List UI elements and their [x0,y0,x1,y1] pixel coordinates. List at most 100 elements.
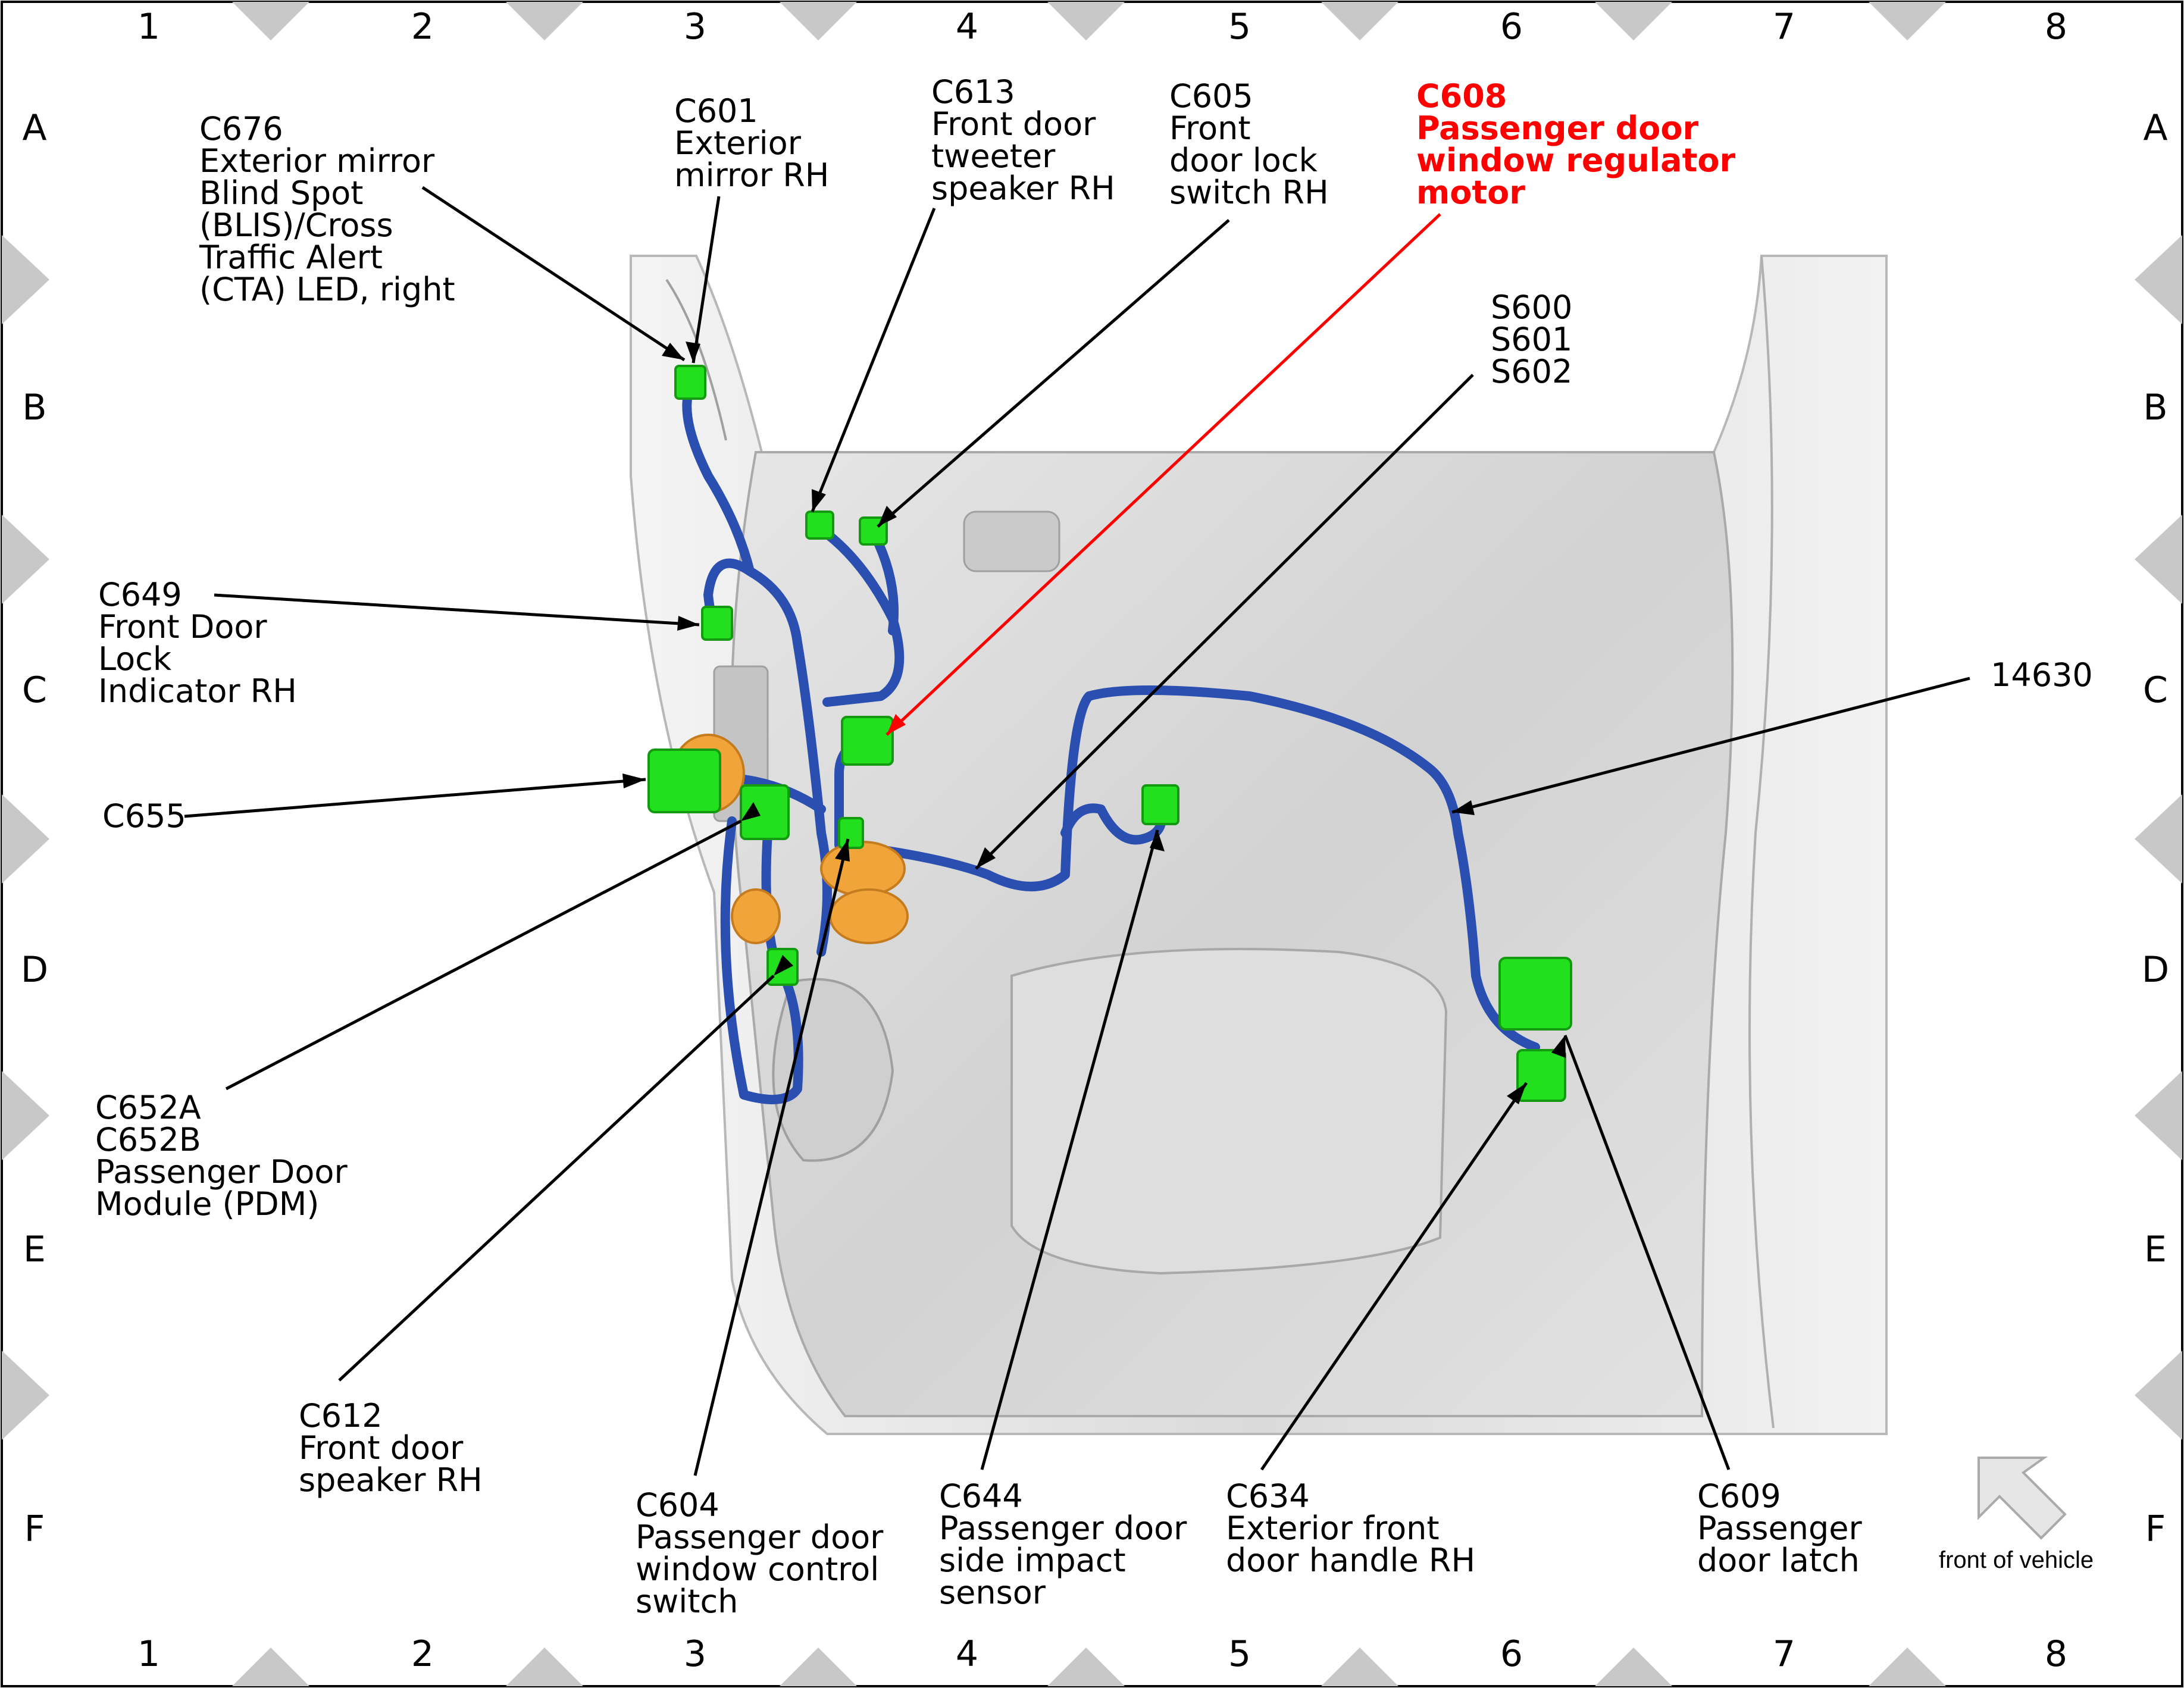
grid-row-right-a: A [2143,107,2168,149]
label-line: C613 [931,73,1015,111]
wiring-harness [682,382,1540,1104]
grid-col-bottom-3: 3 [683,1633,707,1675]
grid-col-top-4: 4 [955,6,979,48]
label-line: C634 [1226,1477,1310,1515]
label-line: Passenger Door [95,1153,348,1191]
label-line: C601 [674,92,758,130]
connector-c613 [805,511,834,540]
label-line: C612 [299,1397,383,1435]
label-c644: C644 Passenger door side impact sensor [939,1480,1187,1609]
grid-col-top-6: 6 [1500,6,1523,48]
leader-c676 [421,186,686,362]
label-line: Indicator RH [98,672,297,710]
leader-c655 [184,778,646,818]
label-c612: C612 Front door speaker RH [299,1400,483,1496]
connector-c655 [647,749,721,813]
label-c655: C655 [102,800,186,832]
grid-row-right-d: D [2141,949,2170,991]
door-handle-recess [963,511,1060,572]
label-line: tweeter [931,137,1056,175]
label-line: door latch [1697,1542,1860,1579]
label-line: 14630 [1991,656,2093,694]
label-line: S601 [1491,321,1573,358]
connector-c644 [1141,784,1179,825]
label-line: C655 [102,797,186,835]
front-of-vehicle-arrow-icon [1978,1457,2067,1540]
label-line: Exterior front [1226,1510,1440,1547]
label-line: S600 [1491,289,1573,326]
connector-c604 [838,817,864,849]
label-line: door lock [1169,142,1318,179]
connector-c608 [841,716,894,766]
label-line: S602 [1491,353,1573,390]
grid-col-top-3: 3 [683,6,707,48]
grid-col-bottom-5: 5 [1228,1633,1251,1675]
label-c649: C649 Front Door Lock Indicator RH [98,579,297,707]
grid-col-top-7: 7 [1772,6,1796,48]
leader-c601 [692,196,721,364]
label-line: sensor [939,1574,1046,1611]
label-line: Module (PDM) [95,1185,320,1223]
grid-row-left-e: E [23,1229,46,1270]
connectors [647,365,1572,1102]
door-panel [630,255,1888,1435]
label-line: (BLIS)/Cross [199,206,393,244]
leader-14630 [1451,677,1970,814]
leader-c609 [1563,1035,1731,1470]
harness-pdm-loop [720,816,803,1104]
grid-col-bottom-2: 2 [411,1633,434,1675]
harness-lock-switch-branch [870,531,899,635]
grid-col-top-8: 8 [2044,6,2068,48]
label-line: Front [1169,109,1251,147]
leader-c604 [693,838,850,1476]
connector-c609 [1498,957,1572,1031]
door-rear-edge [1748,255,1775,1429]
label-line: Front door [931,105,1096,143]
label-line: C644 [939,1477,1023,1515]
label-line: C652A [95,1089,201,1126]
grid-row-left-c: C [22,669,47,711]
label-line: motor [1416,174,1525,211]
grid-row-right-c: C [2143,669,2168,711]
label-line: (CTA) LED, right [199,271,455,308]
grid-row-left-b: B [22,387,47,428]
grid-col-top-5: 5 [1228,6,1251,48]
label-line: Blind Spot [199,174,364,212]
label-c634: C634 Exterior front door handle RH [1226,1480,1475,1577]
label-line: switch [636,1583,739,1620]
grid-row-right-e: E [2144,1229,2167,1270]
grid-col-bottom-1: 1 [137,1633,161,1675]
leader-c612 [338,975,775,1382]
label-c676: C676 Exterior mirror Blind Spot (BLIS)/C… [199,113,455,306]
leader-c613 [811,208,936,512]
leader-c652 [225,819,742,1091]
connector-c649 [701,606,733,641]
label-line: Passenger door [939,1510,1187,1547]
label-c609: C609 Passenger door latch [1697,1480,1862,1577]
grid-col-top-2: 2 [411,6,434,48]
label-14630: 14630 [1991,659,2093,691]
connector-c652 [740,784,790,840]
connector-c634 [1516,1049,1566,1102]
grid-row-right-b: B [2143,387,2168,428]
door-window-cutout [1010,948,1448,1275]
grid-row-left-f: F [24,1508,45,1550]
grid-col-bottom-4: 4 [955,1633,979,1675]
grid-col-bottom-8: 8 [2044,1633,2068,1675]
label-line: Exterior mirror [199,142,435,180]
label-line: Passenger [1697,1510,1862,1547]
label-line: C676 [199,110,283,148]
leader-c608 [886,213,1441,736]
leader-c634 [1260,1082,1528,1471]
orange-part-lower [829,888,909,944]
leader-s600 [975,374,1474,870]
label-c604: C604 Passenger door window control switc… [636,1489,883,1618]
harness-c644-branch [1060,803,1166,845]
label-line: window control [636,1551,880,1588]
label-c608: C608 Passenger door window regulator mot… [1416,80,1735,209]
grid-col-bottom-7: 7 [1772,1633,1796,1675]
orange-part-center [820,841,906,897]
label-line: mirror RH [674,156,830,194]
